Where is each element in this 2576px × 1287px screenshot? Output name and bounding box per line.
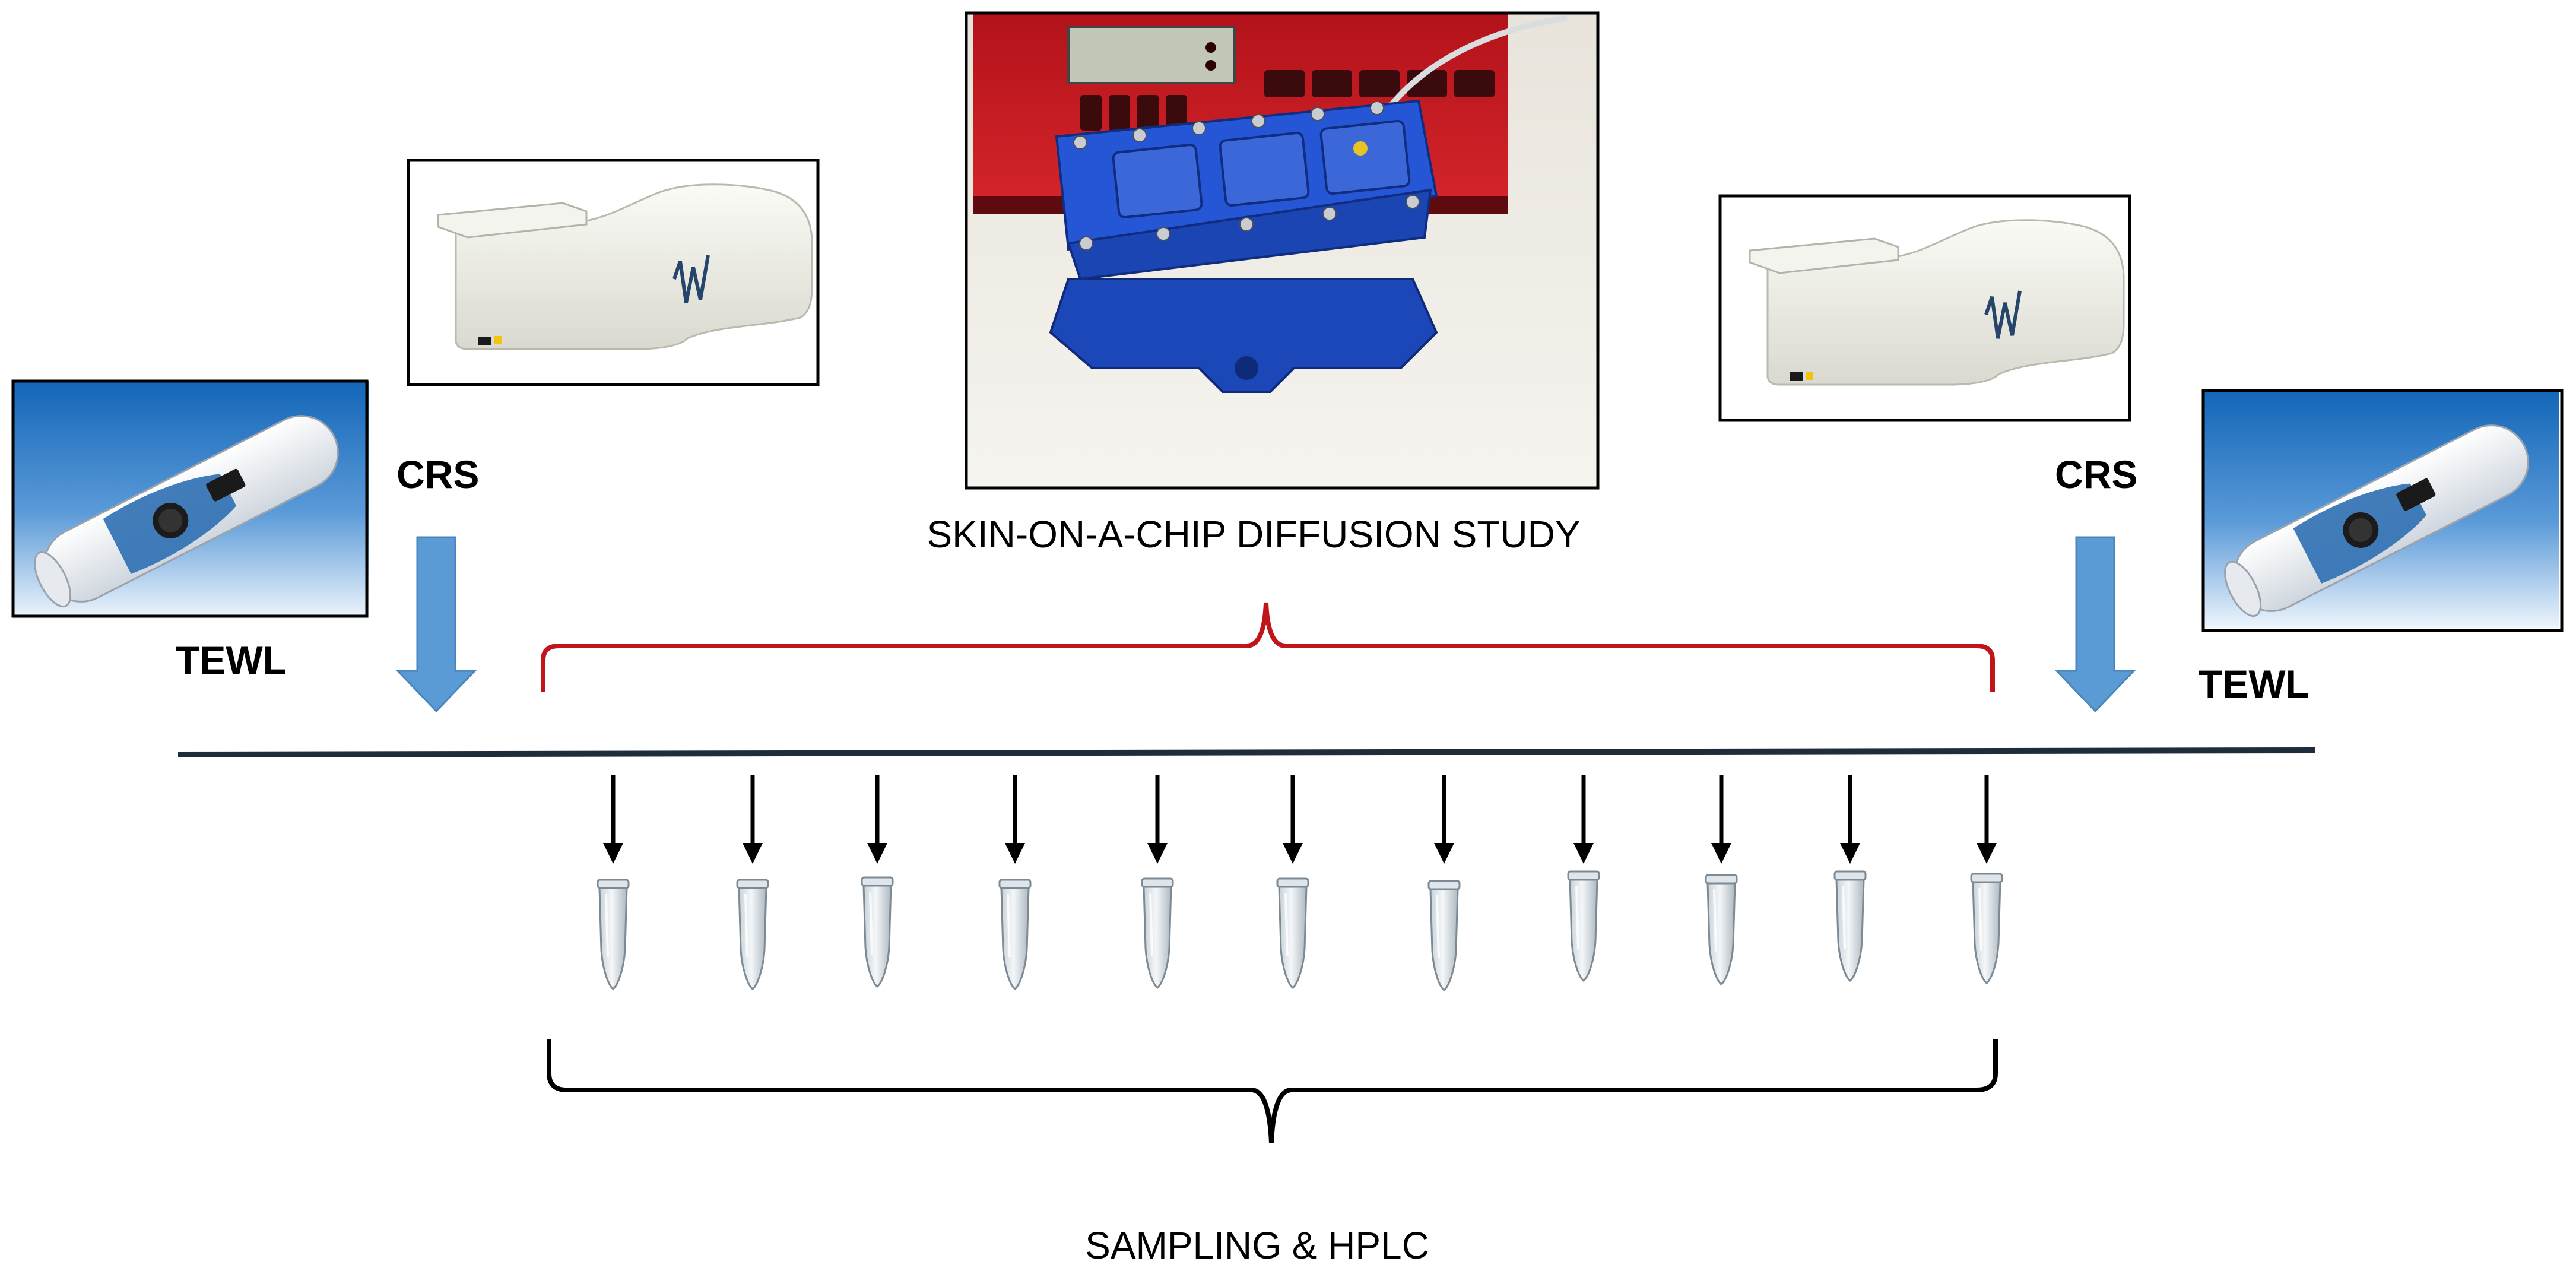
sample-arrowhead-6 [1283,843,1303,864]
crs-arrow-left [395,536,477,713]
sample-tube-6 [1276,877,1309,989]
sample-arrowhead-2 [743,843,763,864]
sample-tube-4 [998,879,1032,990]
sampling-brace [547,1039,1998,1143]
crs-device-image-right [1720,196,2130,420]
sample-tube-5 [1141,877,1174,989]
sample-arrowhead-11 [1977,843,1997,864]
crs-arrow-right [2054,536,2136,713]
sample-tube-8 [1567,870,1600,982]
sample-arrowhead-10 [1840,843,1860,864]
tewl-device-image-left [11,379,370,620]
sample-arrowhead-8 [1573,843,1594,864]
sample-arrowhead-1 [603,843,623,864]
skin-on-a-chip-caption: SKIN-ON-A-CHIP DIFFUSION STUDY [927,513,1580,556]
sample-arrowhead-5 [1147,843,1168,864]
sample-tube-2 [736,879,769,990]
sample-tube-11 [1970,873,2003,984]
sample-tube-1 [597,879,630,990]
sampling-caption: SAMPLING & HPLC [1085,1224,1429,1267]
crs-label-left: CRS [396,452,479,496]
skin-on-a-chip-photo [965,11,1600,490]
tewl-device-image-right [2201,389,2564,632]
sample-timepoints [597,775,2003,991]
sample-arrowhead-9 [1711,843,1731,864]
tewl-label-left: TEWL [176,638,287,682]
diffusion-brace [541,602,1995,692]
sample-tube-9 [1705,874,1738,985]
crs-label-right: CRS [2055,452,2137,496]
sample-tube-3 [861,876,894,988]
sample-tube-10 [1833,870,1867,982]
sample-arrowhead-7 [1434,843,1454,864]
sample-tube-7 [1427,880,1461,991]
crs-device-image-left [408,160,818,385]
sample-arrowhead-4 [1005,843,1025,864]
sample-arrowhead-3 [867,843,887,864]
timeline [177,747,2315,757]
tewl-label-right: TEWL [2199,662,2309,706]
